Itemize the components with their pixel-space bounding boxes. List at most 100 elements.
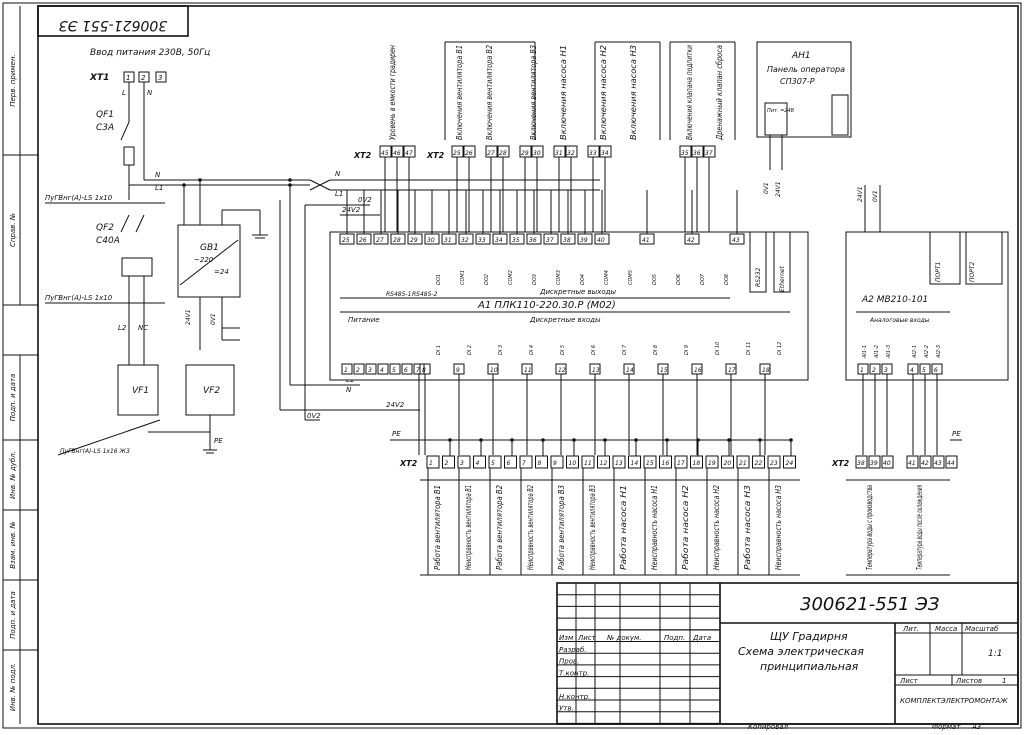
bottom-signal-label: Неисправность вентилятора В2: [526, 485, 535, 570]
a1-bottom-terminal-number: 2: [356, 367, 360, 374]
xt2-top-terminal-number: 36: [693, 150, 701, 157]
a1-top-terminal-number: 40: [597, 237, 605, 244]
a2-terminal-number: 1: [860, 367, 864, 374]
a2-input-label: AI2-2: [924, 345, 930, 359]
drawing-frame: [37, 5, 1019, 725]
xt2-bottom-terminal: [581, 455, 595, 469]
tb-header: Изм: [559, 634, 574, 642]
a2-port2: ПОРТ2: [969, 261, 976, 282]
a1-top-terminal-number: 38: [563, 237, 571, 244]
a1-input-label: DI 8: [653, 345, 659, 355]
bottom-signal-label: Неисправность насоса Н2: [712, 485, 721, 570]
xt2-top-terminal-number: 34: [601, 150, 609, 157]
top-signal-label: Включения насоса Н3: [629, 45, 638, 140]
xt2-bottom-terminal: [612, 455, 626, 469]
a2-input-label: AI1-1: [862, 345, 868, 359]
a1-bottom-terminal-number: 11: [524, 367, 532, 374]
a1-bottom-terminal-number: 6: [404, 367, 408, 374]
top-signal-label: Включения вентилятора В3: [529, 45, 538, 140]
top-signal: Включения вентилятора В1: [455, 45, 464, 140]
a1-output-label: DO1: [436, 274, 442, 285]
qf1-name: QF1: [96, 110, 114, 120]
a1-input-label: DI 10: [715, 342, 721, 355]
xt2-top-terminal-number: 46: [393, 150, 401, 157]
gb1-name: GB1: [200, 243, 219, 253]
xt2-bottom-terminal-number: 11: [584, 460, 592, 467]
xt2-bottom-terminal: [550, 455, 564, 469]
left-margin-label: Инв. № дубл.: [9, 451, 17, 499]
tb-sheets-value: 1: [1002, 677, 1006, 685]
xt2-top-terminal-number: 26: [465, 150, 473, 157]
bottom-signal-label: Неисправность насоса Н1: [650, 485, 659, 570]
tb-role: Т.контр.: [559, 669, 589, 677]
bottom-signal-label: Неисправность вентилятора В3: [588, 485, 597, 570]
a1-bottom-terminal-number: 10: [490, 367, 498, 374]
a2-title: А2 МВ210-101: [861, 295, 928, 305]
xt2-top-terminal-number: 32: [567, 150, 575, 157]
a2-terminal-number: 4: [910, 367, 914, 374]
xt2-top-terminal-number: 45: [381, 150, 389, 157]
vf1-box: [117, 364, 159, 416]
a1-bottom-terminal-number: 8: [422, 367, 426, 374]
top-signal: Включения вентилятора В2: [485, 45, 494, 140]
wire-label: 24V2: [342, 206, 361, 214]
a1-top-terminal-number: 25: [342, 237, 350, 244]
a1-top-terminal-number: 35: [512, 237, 520, 244]
top-signal: Включения насоса Н1: [559, 45, 568, 140]
a1-top-terminal-number: 34: [495, 237, 503, 244]
doc-code-flipped: 300621-551 ЭЗ: [59, 17, 167, 33]
a2-input-label: AI2-1: [912, 345, 918, 359]
tb-header: Подп.: [664, 634, 685, 642]
a1-top-terminal-number: 28: [393, 237, 401, 244]
xt2-bottom-terminal: [783, 455, 796, 469]
tb-header: Дата: [692, 634, 711, 642]
xt2-analog-terminal-number: 39: [870, 460, 878, 467]
xt2-bottom-terminal: [674, 455, 688, 469]
wire-label: N: [335, 170, 341, 178]
cable-1: ПуГВнг(А)-LS 1х10: [45, 194, 113, 202]
xt2-bottom-terminal-number: 12: [600, 460, 608, 467]
bottom-signal-label: Неисправность вентилятора В1: [464, 485, 473, 570]
bottom-signal-label: Работа насоса Н1: [619, 485, 628, 570]
xt2-top-terminal-number: 28: [499, 150, 507, 157]
xt2-bottom-terminal-number: 17: [677, 460, 685, 467]
tb-lit: Лит.: [902, 625, 919, 633]
a1-top-terminal-number: 30: [427, 237, 435, 244]
wire-label: 0V2: [307, 412, 321, 420]
xt2-top-label-2: XT2: [426, 151, 445, 160]
wire-label: 24V1: [185, 309, 192, 325]
xt2-top-terminal-number: 47: [405, 150, 413, 157]
gb1-box: [177, 224, 241, 298]
xt2-bottom-terminal-number: 19: [708, 460, 716, 467]
a1-top-terminal-number: 32: [461, 237, 469, 244]
a1-bottom-terminal: [377, 363, 389, 375]
a1-output-label: DO6: [676, 274, 682, 285]
a1-rs232: RS232: [755, 267, 762, 287]
a1-output-label: DO2: [484, 274, 490, 285]
top-signal: Включения вентилятора В3: [529, 45, 538, 140]
wire-label: N: [155, 171, 161, 179]
a1-bottom-terminal-number: 3: [368, 367, 372, 374]
tb-copied: Копировал: [748, 723, 789, 731]
xt2-analog-terminal: [855, 455, 868, 469]
wire-label: N: [346, 386, 352, 394]
a1-bottom-terminal-number: 7: [416, 367, 420, 374]
xt2-analog-terminal: [868, 455, 881, 469]
tb-scale-value: 1:1: [988, 649, 1002, 659]
tb-mass: Масса: [935, 625, 957, 633]
xt2-top-terminal-number: 35: [681, 150, 689, 157]
a1-bottom-terminal: [389, 363, 401, 375]
cable-3: ПуГВнг(А)-LS 1х16 Ж3: [60, 448, 130, 455]
xt2-bottom-terminal-number: 6: [507, 460, 511, 467]
xt2-bottom-terminal: [690, 455, 703, 469]
a1-input-label: DI 12: [777, 342, 783, 355]
title-code: 300621-551 ЭЗ: [800, 594, 940, 615]
left-margin-label: Подп. и дата: [9, 591, 17, 639]
a1-output-label: COM5: [628, 270, 634, 285]
xt2-analog-terminal: [919, 455, 932, 469]
a1-bottom-terminal-number: 9: [456, 367, 460, 374]
a1-top-terminal-number: 41: [642, 237, 650, 244]
